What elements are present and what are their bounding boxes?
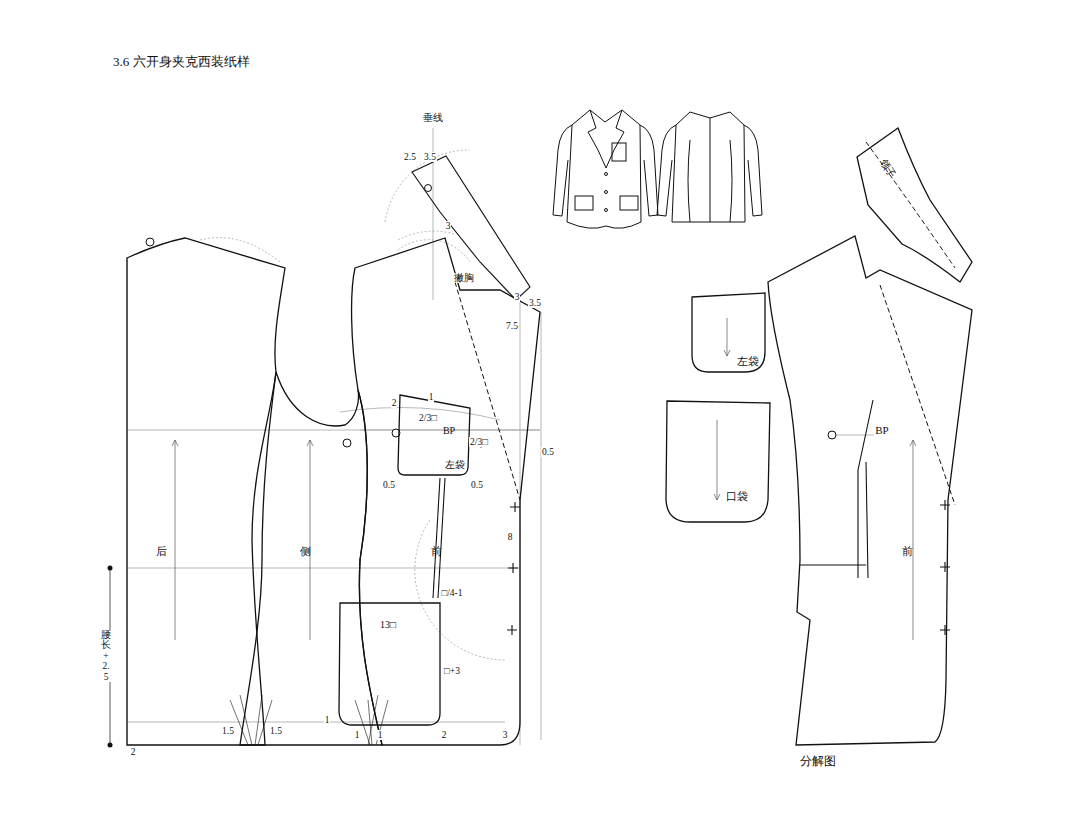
piece-outline <box>232 360 392 752</box>
pocket-piece: 左袋 <box>686 288 772 378</box>
callout-number: 3.5 <box>423 152 437 162</box>
piece-label: 13□ <box>380 619 396 630</box>
piece-outline-path <box>352 238 540 745</box>
callout-number: 1 <box>354 730 361 740</box>
piece-outline <box>334 598 446 730</box>
piece-label: 侧 <box>300 545 311 557</box>
callout-number: 2.5 <box>403 152 417 162</box>
dimension-label: 腰长+2.5 <box>100 630 112 682</box>
title: 3.6 六开身夹克西装纸样 <box>113 55 250 69</box>
pocket-piece: BP 左袋 <box>394 390 476 480</box>
markers <box>146 185 836 448</box>
back-piece: 后 <box>118 230 298 752</box>
collar-piece: 领子 <box>850 122 980 290</box>
callout-number: 0.5 <box>541 447 555 457</box>
piece-label: 前 <box>431 545 442 557</box>
piece-outline-path <box>666 401 770 522</box>
callout-number: 垂线 <box>422 113 444 123</box>
piece-label: 左袋 <box>737 355 759 367</box>
piece-outline-path <box>398 395 470 475</box>
piece-label: 后 <box>156 545 167 557</box>
callout-number: 撇胸 <box>453 273 475 283</box>
callout-number: 2 <box>441 730 448 740</box>
piece-outline-path <box>857 128 972 282</box>
callout-number: 1 <box>324 715 331 725</box>
callout-number: 分解图 <box>799 755 837 768</box>
side-piece: 侧 <box>232 360 392 752</box>
callout-number: 2/3□ <box>418 413 438 423</box>
collar-draft <box>412 156 530 300</box>
construction-arcs <box>200 150 505 660</box>
callout-number: 2 <box>391 398 398 408</box>
flare-lines <box>230 695 272 745</box>
callout-number: 0.5 <box>382 480 396 490</box>
callout-number: 0.5 <box>470 480 484 490</box>
callout-number: 1.5 <box>221 726 235 736</box>
callout-number: 7.5 <box>505 321 519 331</box>
callout-number: □+3 <box>443 666 461 676</box>
piece-outline-path <box>339 603 440 725</box>
callout-number: 8 <box>507 532 514 542</box>
pocket-piece: 口袋 <box>660 396 776 528</box>
callout-number: 1 <box>428 392 435 402</box>
piece-label: 前 <box>902 545 913 557</box>
callout-number: 1.5 <box>269 726 283 736</box>
piece-outline-path <box>768 236 972 745</box>
piece-outline <box>118 230 298 752</box>
piece-label: BP <box>875 424 888 436</box>
notch-marks <box>940 500 950 635</box>
piece-label: 口袋 <box>726 490 748 502</box>
callout-number: 1 <box>377 730 384 740</box>
grain-lines <box>172 318 916 640</box>
piece-outline-path <box>127 238 285 745</box>
jacket-sketch <box>553 110 762 228</box>
piece-label: 左袋 <box>445 459 465 470</box>
dart-line <box>800 400 873 578</box>
piece-outline <box>660 396 776 528</box>
piece-outline-path <box>692 293 765 372</box>
roll-lines <box>455 142 955 505</box>
piece-outline <box>762 228 980 752</box>
front-piece: BP 前 <box>762 228 980 752</box>
callout-number: 3 <box>514 292 521 302</box>
piece-outline <box>850 122 980 290</box>
callout-number: 3 <box>502 730 509 740</box>
piece-outline <box>686 288 772 378</box>
notch-marks <box>507 502 520 635</box>
callout-number: □/4-1 <box>440 588 463 598</box>
guide-lines <box>127 128 874 745</box>
callout-number: 2 <box>130 747 137 757</box>
piece-label: BP <box>443 425 455 436</box>
callout-number: 2/3□ <box>469 437 489 447</box>
piece-label: 领子 <box>878 157 898 180</box>
callout-number: 3.5 <box>528 298 542 308</box>
callout-number: 3 <box>445 221 452 231</box>
pocket-piece: 13□ <box>334 598 446 730</box>
dart-line <box>438 478 445 598</box>
outlines <box>110 156 950 745</box>
